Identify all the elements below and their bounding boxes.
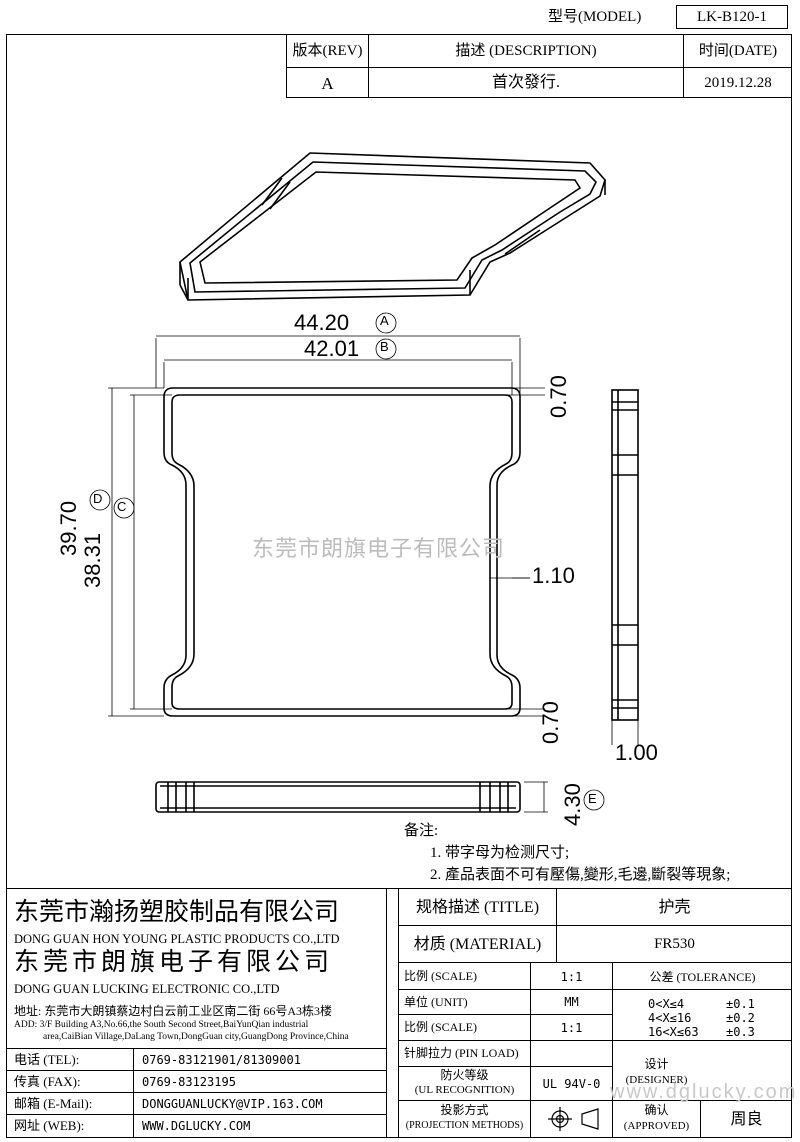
rev-header: 版本(REV) (292, 42, 363, 59)
dim-b-mark: B (380, 339, 389, 354)
tel-label: 电话 (TEL): (14, 1052, 80, 1067)
scale-value-2: 1:1 (560, 1020, 583, 1035)
bottom-view (155, 781, 521, 813)
dim-e-mark: E (588, 791, 597, 806)
title-label: 规格描述 (TITLE) (415, 898, 540, 916)
dim-wall: 1.10 (532, 563, 575, 588)
material-value: FR530 (654, 936, 695, 952)
notes-line-2: 2. 產品表面不可有壓傷,變形,毛邊,斷裂等現象; (430, 867, 731, 883)
model-label: 型号(MODEL) (548, 9, 642, 25)
rev-value: A (321, 73, 334, 93)
unit-value: MM (564, 995, 579, 1009)
dim-d-mark: D (93, 491, 103, 506)
web-value: WWW.DGLUCKY.COM (142, 1119, 251, 1133)
scale-value-1: 1:1 (560, 969, 583, 984)
date-header: 时间(DATE) (698, 42, 778, 59)
notes-line-1: 1. 带字母为检测尺寸; (430, 845, 570, 861)
scale-label-1: 比例 (SCALE) (404, 969, 477, 983)
designer-label-1: 设计 (644, 1057, 669, 1071)
fax-value: 0769-83123195 (142, 1075, 236, 1089)
approved-label-2: (APPROVED) (623, 1119, 690, 1132)
email-value: DONGGUANLUCKY@VIP.163.COM (142, 1097, 323, 1111)
notes-title: 备注: (404, 823, 439, 839)
address-cn: 地址: 东莞市大朗镇蔡边村白云前工业区南二街 66号A3栋3楼 (14, 1004, 333, 1018)
projection-label-1: 投影方式 (440, 1103, 489, 1117)
watermark-url: www.dglucky.com (610, 1081, 798, 1103)
company-name-cn-1: 东莞市瀚扬塑胶制品有限公司 (14, 899, 340, 926)
dim-44-20: 44.20 (294, 310, 350, 335)
dim-42-01: 42.01 (304, 336, 360, 361)
tol-value-2: ±0.2 (726, 1011, 755, 1025)
dim-side: 1.00 (615, 740, 658, 765)
fire-value: UL 94V-0 (542, 1077, 601, 1091)
scale-label-2: 比例 (SCALE) (404, 1020, 477, 1034)
material-label: 材质 (MATERIAL) (413, 935, 542, 953)
dim-a-mark: A (380, 313, 389, 328)
date-value: 2019.12.28 (704, 74, 772, 91)
revision-table (286, 34, 792, 98)
watermark: 东莞市朗旗电子有限公司 (252, 536, 506, 561)
company-name-en-2: DONG GUAN LUCKING ELECTRONIC CO.,LTD (14, 982, 280, 996)
tolerance-label: 公差 (TOLERANCE) (649, 969, 756, 984)
unit-label: 单位 (UNIT) (404, 995, 468, 1009)
company-name-en-1: DONG GUAN HON YOUNG PLASTIC PRODUCTS CO.… (14, 932, 340, 946)
web-label: 网址 (WEB): (14, 1118, 85, 1133)
designer-label-2: (DESIGNER) (625, 1073, 688, 1086)
approved-value: 周良 (730, 1111, 763, 1128)
fax-label: 传真 (FAX): (14, 1074, 81, 1089)
fire-label-1: 防火等级 (440, 1068, 489, 1082)
tol-value-3: ±0.3 (726, 1025, 755, 1039)
pin-load-label: 针脚拉力 (PIN LOAD) (404, 1046, 519, 1060)
model-value: LK-B120-1 (676, 5, 788, 29)
desc-value: 首次發行. (491, 74, 560, 91)
isometric-view (179, 152, 606, 301)
tel-value: 0769-83121901/81309001 (142, 1053, 301, 1067)
fire-label-2: (UL RECOGNITION) (414, 1083, 515, 1096)
tol-range-2: 4<X≤16 (648, 1011, 692, 1025)
email-label: 邮箱 (E-Mail): (14, 1096, 93, 1111)
tol-range-3: 16<X≤63 (648, 1025, 699, 1039)
tol-range-1: 0<X≤4 (648, 997, 685, 1011)
approved-label-1: 确认 (644, 1103, 669, 1117)
desc-header: 描述 (DESCRIPTION) (455, 42, 597, 59)
company-name-cn-2: 东莞市朗旗电子有限公司 (14, 949, 334, 976)
projection-label-2: (PROJECTION METHODS) (405, 1120, 524, 1131)
address-en-2: area,CaiBian Village,DaLang Town,DongGua… (43, 1032, 349, 1042)
title-value: 护壳 (658, 898, 691, 916)
tol-value-1: ±0.1 (726, 997, 755, 1011)
dim-c-mark: C (117, 499, 127, 514)
address-en-1: ADD: 3/F Building A3,No.66,the South Sec… (14, 1020, 309, 1030)
side-view (611, 389, 639, 721)
